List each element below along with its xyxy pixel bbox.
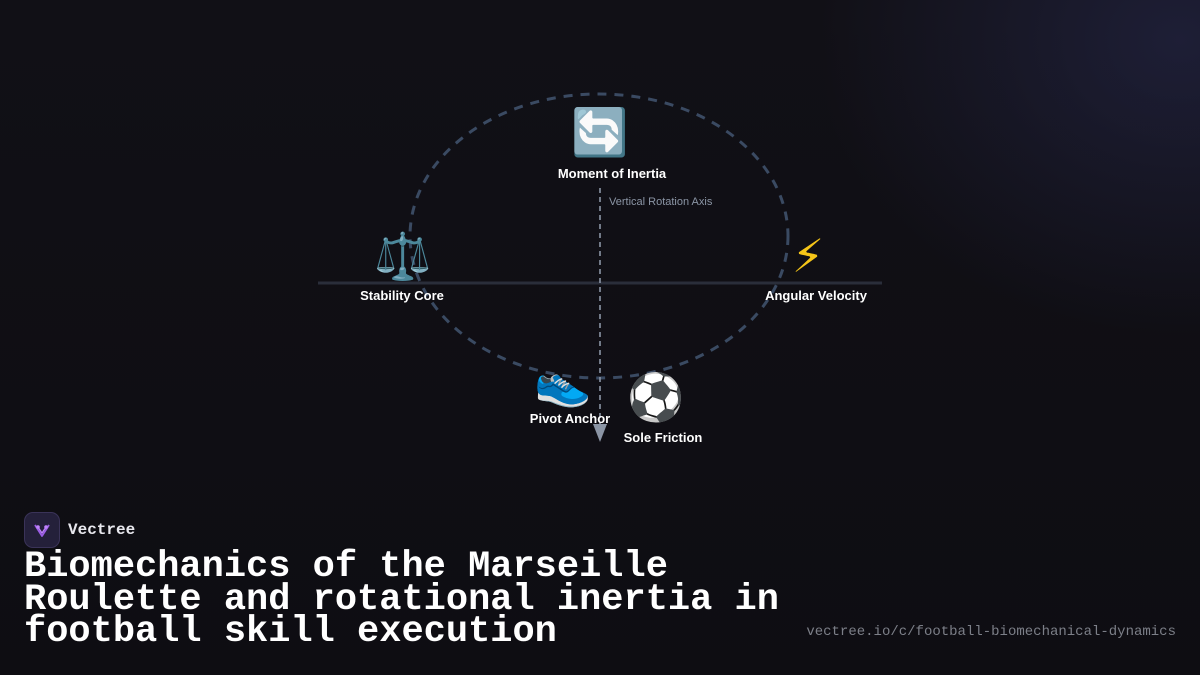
rotation-ring: [408, 92, 790, 380]
node-label-angular-velocity: Angular Velocity: [765, 288, 867, 303]
node-label-pivot-anchor: Pivot Anchor: [529, 411, 611, 426]
axis-arrowhead: [593, 424, 607, 442]
sneaker-icon: 👟: [534, 355, 592, 409]
axis-label: Vertical Rotation Axis: [609, 196, 713, 208]
source-url[interactable]: vectree.io/c/football-biomechanical-dyna…: [806, 624, 1176, 640]
node-label-sole-friction: Sole Friction: [623, 430, 703, 445]
node-label-stability-core: Stability Core: [360, 288, 444, 303]
rotation-arrows-icon: 🔄: [571, 105, 629, 159]
node-label-moment-of-inertia: Moment of Inertia: [557, 166, 667, 181]
brand: Vectree: [24, 512, 135, 548]
page-title: Biomechanics of the Marseille Roulette a…: [24, 546, 779, 653]
vectree-logo-icon: [24, 512, 60, 548]
soccer-ball-icon: ⚽: [627, 370, 685, 424]
brand-name: Vectree: [68, 521, 136, 539]
balance-scale-icon: ⚖️: [374, 229, 432, 283]
lightning-bolt-icon: ⚡: [791, 229, 825, 283]
